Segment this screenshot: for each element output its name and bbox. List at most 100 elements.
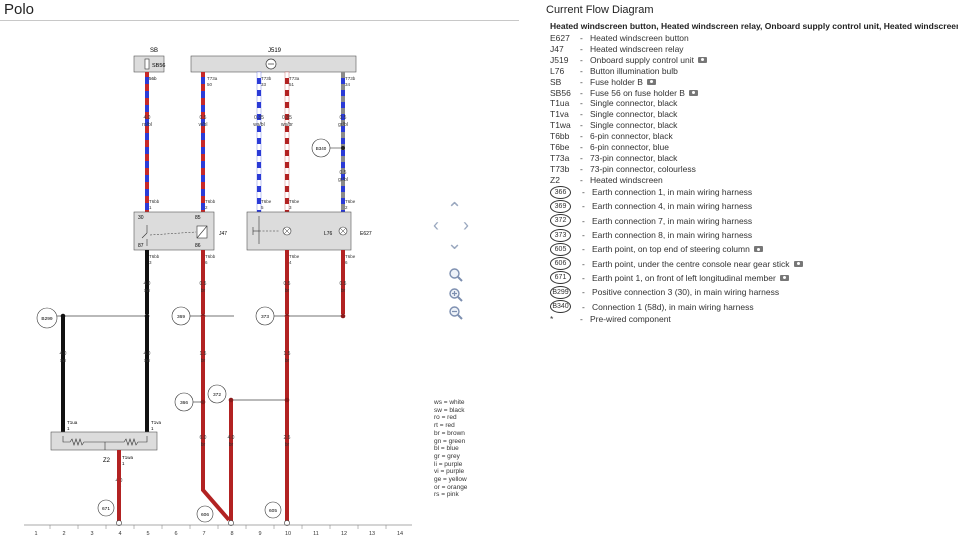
- legend-item-code: 366: [550, 185, 571, 199]
- track-number: 7: [202, 531, 205, 537]
- track-number: 9: [258, 531, 261, 537]
- track-number: 1: [34, 531, 37, 537]
- legend-item-code: T6bb: [550, 131, 570, 142]
- legend-item: SB-Fuse holder B: [550, 77, 656, 87]
- legend-item-code: Z2: [550, 174, 560, 185]
- pan-up-icon[interactable]: ⌃: [447, 199, 463, 219]
- w1-pin-no: 1: [149, 205, 152, 210]
- legend-item-separator: -: [582, 187, 585, 198]
- b340-wire-color: gr/bl: [338, 177, 348, 183]
- button-label: E627: [360, 231, 372, 237]
- pan-right-icon[interactable]: ›: [463, 215, 469, 235]
- legend-item-desc: Heated windscreen relay: [590, 43, 684, 54]
- l1-pin: T6bb: [149, 254, 160, 259]
- control-unit-j519: J519: [190, 48, 357, 73]
- legend-item: Z2-Heated windscreen: [550, 175, 663, 185]
- legend-item-separator: -: [580, 65, 583, 76]
- legend-item-code: B340: [550, 300, 571, 313]
- m3-color: br: [201, 358, 206, 364]
- camera-icon[interactable]: [688, 89, 698, 96]
- l4-pin-no: 6: [345, 260, 348, 265]
- legend-item-separator: -: [582, 287, 585, 298]
- zoom-out-icon[interactable]: [448, 305, 464, 321]
- legend-item-code: T1ua: [550, 98, 570, 109]
- camera-icon[interactable]: [779, 274, 789, 281]
- fuse-icon: [144, 58, 150, 70]
- legend-item-code: L76: [550, 65, 565, 76]
- legend-item-code: T73b: [550, 163, 570, 174]
- pan-left-icon[interactable]: ‹: [433, 215, 439, 235]
- camera-icon[interactable]: [793, 260, 803, 267]
- connection-b340: [311, 138, 331, 158]
- legend-item-separator: -: [582, 258, 585, 269]
- earth-connection-372: [207, 384, 227, 404]
- heater-label: Z2: [103, 458, 111, 464]
- l4-pin: T6be: [345, 254, 356, 259]
- legend-item-code: T1wa: [550, 120, 571, 131]
- camera-icon[interactable]: [753, 246, 763, 253]
- m6-size: 4.0: [228, 435, 235, 441]
- track-number: 8: [230, 531, 233, 537]
- legend-item: T73b-73-pin connector, colourless: [550, 164, 696, 174]
- legend-item-desc: Earth point, on top end of steering colu…: [592, 244, 750, 255]
- w3-color: ws/bl: [253, 122, 264, 128]
- legend-item-desc: Pre-wired component: [590, 314, 671, 325]
- w5-size: 0.5: [340, 115, 347, 121]
- w1-pin: T6bb: [149, 199, 160, 204]
- camera-icon[interactable]: [697, 56, 707, 63]
- w3-top-no: 33: [261, 82, 267, 87]
- legend-item-desc: Fuse 56 on fuse holder B: [590, 87, 685, 98]
- w2-top-no: 50: [207, 82, 213, 87]
- zoom-fit-icon[interactable]: [448, 267, 464, 283]
- legend-item-desc: Earth connection 8, in main wiring harne…: [592, 230, 753, 240]
- w4-top-no: 51: [289, 82, 295, 87]
- w3-pin-no: 5: [261, 205, 264, 210]
- legend-item: T73a-73-pin connector, black: [550, 153, 677, 163]
- w4-top-pin: T73a: [289, 76, 300, 81]
- heater-pin-bottom-no: 1: [122, 461, 125, 466]
- pan-down-icon[interactable]: ⌄: [447, 233, 463, 253]
- wire-br-track-12: [341, 250, 345, 314]
- legend-item-code: 671: [550, 271, 571, 285]
- legend-item: E627-Heated windscreen button: [550, 33, 689, 43]
- legend-item-code: T1va: [550, 109, 569, 120]
- l1-size: 4.0: [144, 281, 151, 287]
- legend-item-code: SB: [550, 76, 562, 87]
- e671-label: 671: [102, 506, 110, 512]
- e366-label: 366: [180, 400, 188, 406]
- legend-item-separator: -: [580, 131, 583, 142]
- b340-wire-size: 0.5: [340, 170, 347, 176]
- legend-item-desc: 6-pin connector, black: [590, 131, 673, 142]
- track-number: 14: [397, 531, 403, 537]
- e605-label: 605: [269, 508, 277, 514]
- wire-ws-bl-track-9: [256, 71, 262, 213]
- legend-item-separator: -: [580, 98, 583, 109]
- legend-item: J519-Onboard supply control unit: [550, 55, 707, 65]
- m6-color: br: [229, 442, 234, 448]
- legend-item: *-Pre-wired component: [550, 314, 671, 324]
- color-key-entry: ro = red: [434, 414, 457, 422]
- color-key-entry: ge = yellow: [434, 476, 467, 484]
- camera-icon[interactable]: [646, 78, 656, 85]
- color-key-entry: sw = black: [434, 406, 465, 414]
- control-unit-label: J519: [268, 48, 282, 54]
- legend-item-separator: -: [580, 142, 583, 152]
- legend-item: B340-Connection 1 (58d), in main wiring …: [550, 300, 754, 313]
- w3-top-pin: T73b: [261, 76, 272, 81]
- legend-item-code: SB56: [550, 87, 571, 98]
- legend-item-desc: Earth point 1, on front of left longitud…: [592, 272, 776, 283]
- l3-size: 0.5: [284, 281, 291, 287]
- legend-item: T1wa-Single connector, black: [550, 120, 677, 130]
- zoom-in-icon[interactable]: [448, 287, 464, 303]
- m4-size: 1.5: [284, 351, 291, 357]
- w5-top-pin: T73b: [345, 76, 356, 81]
- l2-pin-no: 6: [205, 260, 208, 265]
- track-number: 10: [285, 531, 291, 537]
- e373-label: 373: [261, 314, 269, 320]
- legend-item-separator: -: [582, 230, 585, 240]
- m5-size: 6.0: [200, 435, 207, 441]
- heater-pin-left: T1ua: [67, 420, 78, 425]
- w5-pin: T6be: [345, 199, 356, 204]
